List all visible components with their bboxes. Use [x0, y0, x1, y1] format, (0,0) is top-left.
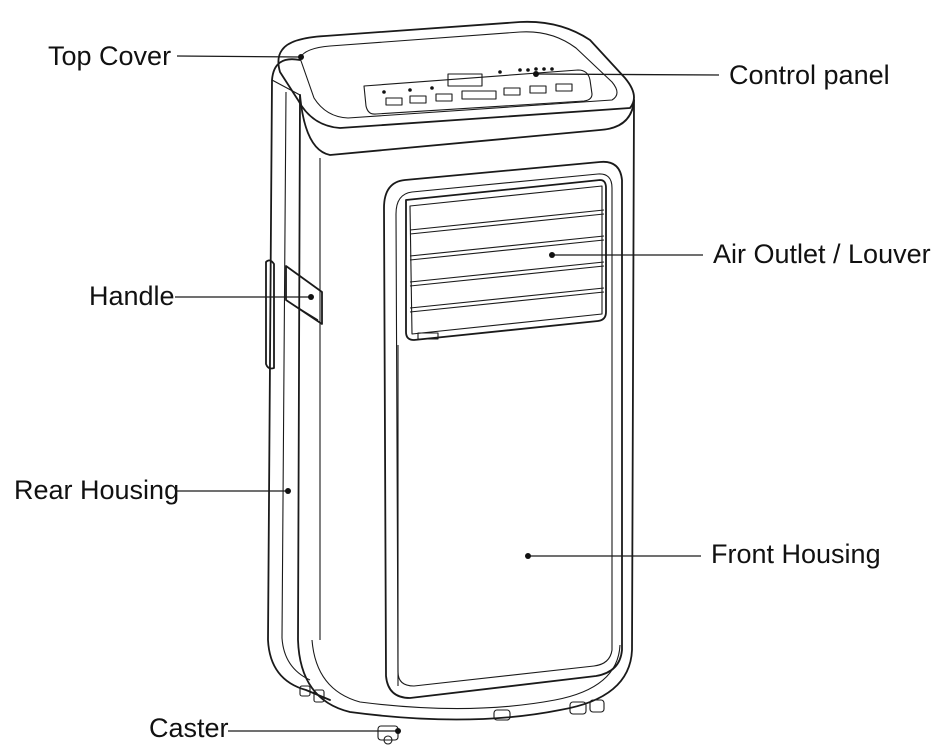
label-control-panel: Control panel	[729, 60, 890, 90]
handle-graphic	[265, 259, 323, 370]
marker-rear-housing	[285, 488, 291, 494]
callout-top-cover: Top Cover	[48, 41, 304, 71]
label-caster: Caster	[149, 713, 229, 743]
marker-handle	[308, 294, 314, 300]
leader-top-cover	[176, 55, 302, 58]
air-conditioner-unit	[265, 20, 635, 745]
marker-control-panel	[533, 71, 539, 77]
marker-top-cover	[298, 54, 304, 60]
label-rear-housing: Rear Housing	[14, 475, 179, 505]
marker-front-housing	[525, 553, 531, 559]
callout-handle: Handle	[89, 281, 314, 311]
leader-control-panel	[535, 73, 720, 76]
callout-rear-housing: Rear Housing	[14, 475, 291, 505]
callout-air-outlet: Air Outlet / Louver	[549, 239, 931, 269]
body-shell	[297, 94, 635, 721]
label-handle: Handle	[89, 281, 175, 311]
front-housing-panel	[383, 160, 623, 699]
label-front-housing: Front Housing	[711, 539, 881, 569]
marker-caster	[395, 728, 401, 734]
label-air-outlet: Air Outlet / Louver	[713, 239, 931, 269]
casters	[299, 685, 605, 745]
callout-front-housing: Front Housing	[525, 539, 881, 569]
control-panel-graphic	[363, 67, 593, 115]
callout-control-panel: Control panel	[533, 60, 890, 90]
label-top-cover: Top Cover	[48, 41, 171, 71]
air-outlet-louver	[405, 179, 607, 341]
callout-caster: Caster	[149, 713, 401, 743]
top-cover	[277, 20, 635, 129]
marker-air-outlet	[549, 252, 555, 258]
